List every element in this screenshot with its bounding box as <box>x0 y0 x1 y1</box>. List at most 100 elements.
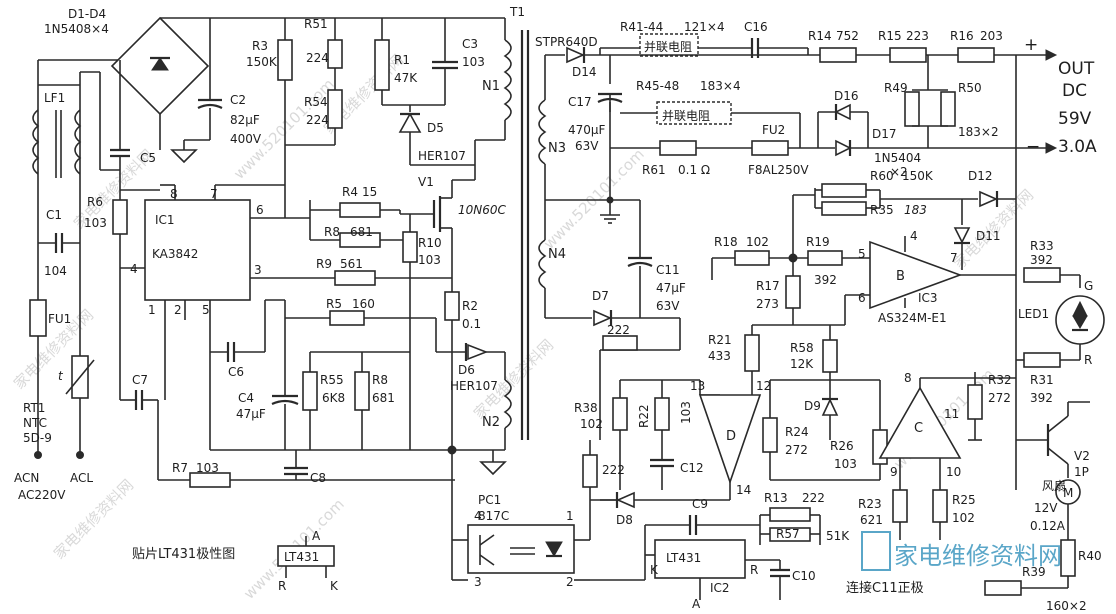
label-c12: C12 <box>680 461 704 475</box>
label-b-pin5: 5 <box>858 247 866 261</box>
smd-lt431-pinout <box>277 536 335 578</box>
label-pc-pin3: 3 <box>474 575 482 589</box>
label-c11: C11 <box>656 263 680 277</box>
resistor-r33 <box>1023 267 1061 283</box>
diode-d8 <box>616 491 635 509</box>
label-r58: R58 <box>790 341 814 355</box>
label-ic3-b: B <box>896 269 905 284</box>
label-ic3: IC3 <box>918 291 938 305</box>
label-r40: R40 <box>1078 549 1102 563</box>
resistor-r8b <box>354 371 370 411</box>
label-v2-p: 1P <box>1074 465 1089 479</box>
diode-d9 <box>821 398 839 416</box>
label-ic3-part: AS324M-E1 <box>878 311 947 325</box>
label-c17: C17 <box>568 95 592 109</box>
label-t1: T1 <box>509 5 525 19</box>
label-r24: R24 <box>785 425 809 439</box>
op-amp-c-ic3 <box>878 377 1016 490</box>
label-c2-val: 82μF <box>230 113 260 127</box>
label-ic2-r: R <box>750 563 758 577</box>
resistor-r4 <box>339 202 381 218</box>
resistor-r31 <box>1023 352 1061 368</box>
label-pc-pin2: 2 <box>566 575 574 589</box>
label-c2-v: 400V <box>230 132 262 146</box>
label-r22-val: 103 <box>679 401 693 424</box>
label-d16: D16 <box>834 89 859 103</box>
label-222-b: 222 <box>602 463 625 477</box>
label-pc-pin1: 1 <box>566 509 574 523</box>
label-c16: C16 <box>744 20 768 34</box>
resistor-r39 <box>984 580 1022 596</box>
label-c4-val: 47μF <box>236 407 266 421</box>
label-pc1-part: 817C <box>478 509 509 523</box>
ground-symbol <box>479 461 507 476</box>
label-c-pin10: 10 <box>946 465 961 479</box>
label-smd-r: R <box>278 579 286 593</box>
label-r33-val: 392 <box>1030 253 1053 267</box>
labels: D1-D4 1N5408×4 LF1 C1 104 FU1 t RT1 NTC … <box>14 5 1102 613</box>
resistor-r35 <box>821 201 867 216</box>
resistor-r14 <box>819 47 857 63</box>
optocoupler-pc1 <box>451 450 590 581</box>
resistor-r50 <box>940 91 956 127</box>
label-op-c: C <box>914 421 923 436</box>
label-c5: C5 <box>140 151 156 165</box>
label-ic1-part: KA3842 <box>152 247 198 261</box>
label-ic1: IC1 <box>155 213 175 227</box>
label-ic1-pin7: 7 <box>210 187 218 201</box>
resistor-r25 <box>932 489 948 523</box>
label-r18: R18 <box>714 235 738 249</box>
label-d-pin14: 14 <box>736 483 751 497</box>
label-c7: C7 <box>132 373 148 387</box>
label-r16-val: 203 <box>980 29 1003 43</box>
label-smd-part: LT431 <box>284 550 319 564</box>
label-r50: R50 <box>958 81 982 95</box>
label-r23: R23 <box>858 497 882 511</box>
label-r7: R7 <box>172 461 188 475</box>
label-r17: R17 <box>756 279 780 293</box>
resistor-r13 <box>769 507 811 522</box>
label-op-d: D <box>726 429 736 444</box>
fuse-fu1 <box>29 299 47 337</box>
label-c1-val: 104 <box>44 264 67 278</box>
label-d1617-part: 1N5404 <box>874 151 921 165</box>
label-c3-val: 103 <box>462 55 485 69</box>
label-r58-val: 12K <box>790 357 814 371</box>
resistor-r5 <box>329 310 365 326</box>
resistor-r19 <box>807 250 843 266</box>
label-smd-k: K <box>330 579 339 593</box>
resistor-r32 <box>967 384 983 420</box>
label-r45-48: R45-48 <box>636 79 679 93</box>
label-r61: R61 <box>642 163 666 177</box>
label-r49: R49 <box>884 81 908 95</box>
resistor-222-b <box>582 454 598 488</box>
transformer-winding-n1 <box>503 39 512 121</box>
label-r16: R16 <box>950 29 974 43</box>
label-ic1-pin3: 3 <box>254 263 262 277</box>
label-fu2-part: F8AL250V <box>748 163 809 177</box>
label-r3: R3 <box>252 39 268 53</box>
ground-symbol <box>170 149 198 164</box>
label-d12: D12 <box>968 169 993 183</box>
label-r10-val: 103 <box>418 253 441 267</box>
label-fan-a: 0.12A <box>1030 519 1066 533</box>
terminal-acn <box>34 451 42 459</box>
label-rt1-val: 5D-9 <box>23 431 52 445</box>
label-r14: R14 <box>808 29 832 43</box>
label-r13-val: 222 <box>802 491 825 505</box>
label-r55: R55 <box>320 373 344 387</box>
label-r51: R51 <box>304 17 328 31</box>
label-c17-val: 470μF <box>568 123 606 137</box>
label-parallel-resistor-1: 并联电阻 <box>644 40 692 54</box>
transistor-v2 <box>1016 401 1090 478</box>
label-r4-val: 15 <box>362 185 377 199</box>
label-r15: R15 <box>878 29 902 43</box>
label-r35: R35 <box>870 203 894 217</box>
resistor-r7 <box>189 472 231 488</box>
label-c2: C2 <box>230 93 246 107</box>
resistor-222-a <box>602 335 638 351</box>
label-r57-val: 51K <box>826 529 850 543</box>
label-c1: C1 <box>46 208 62 222</box>
label-d5-part: HER107 <box>418 149 466 163</box>
label-d6-part: HER107 <box>450 379 498 393</box>
